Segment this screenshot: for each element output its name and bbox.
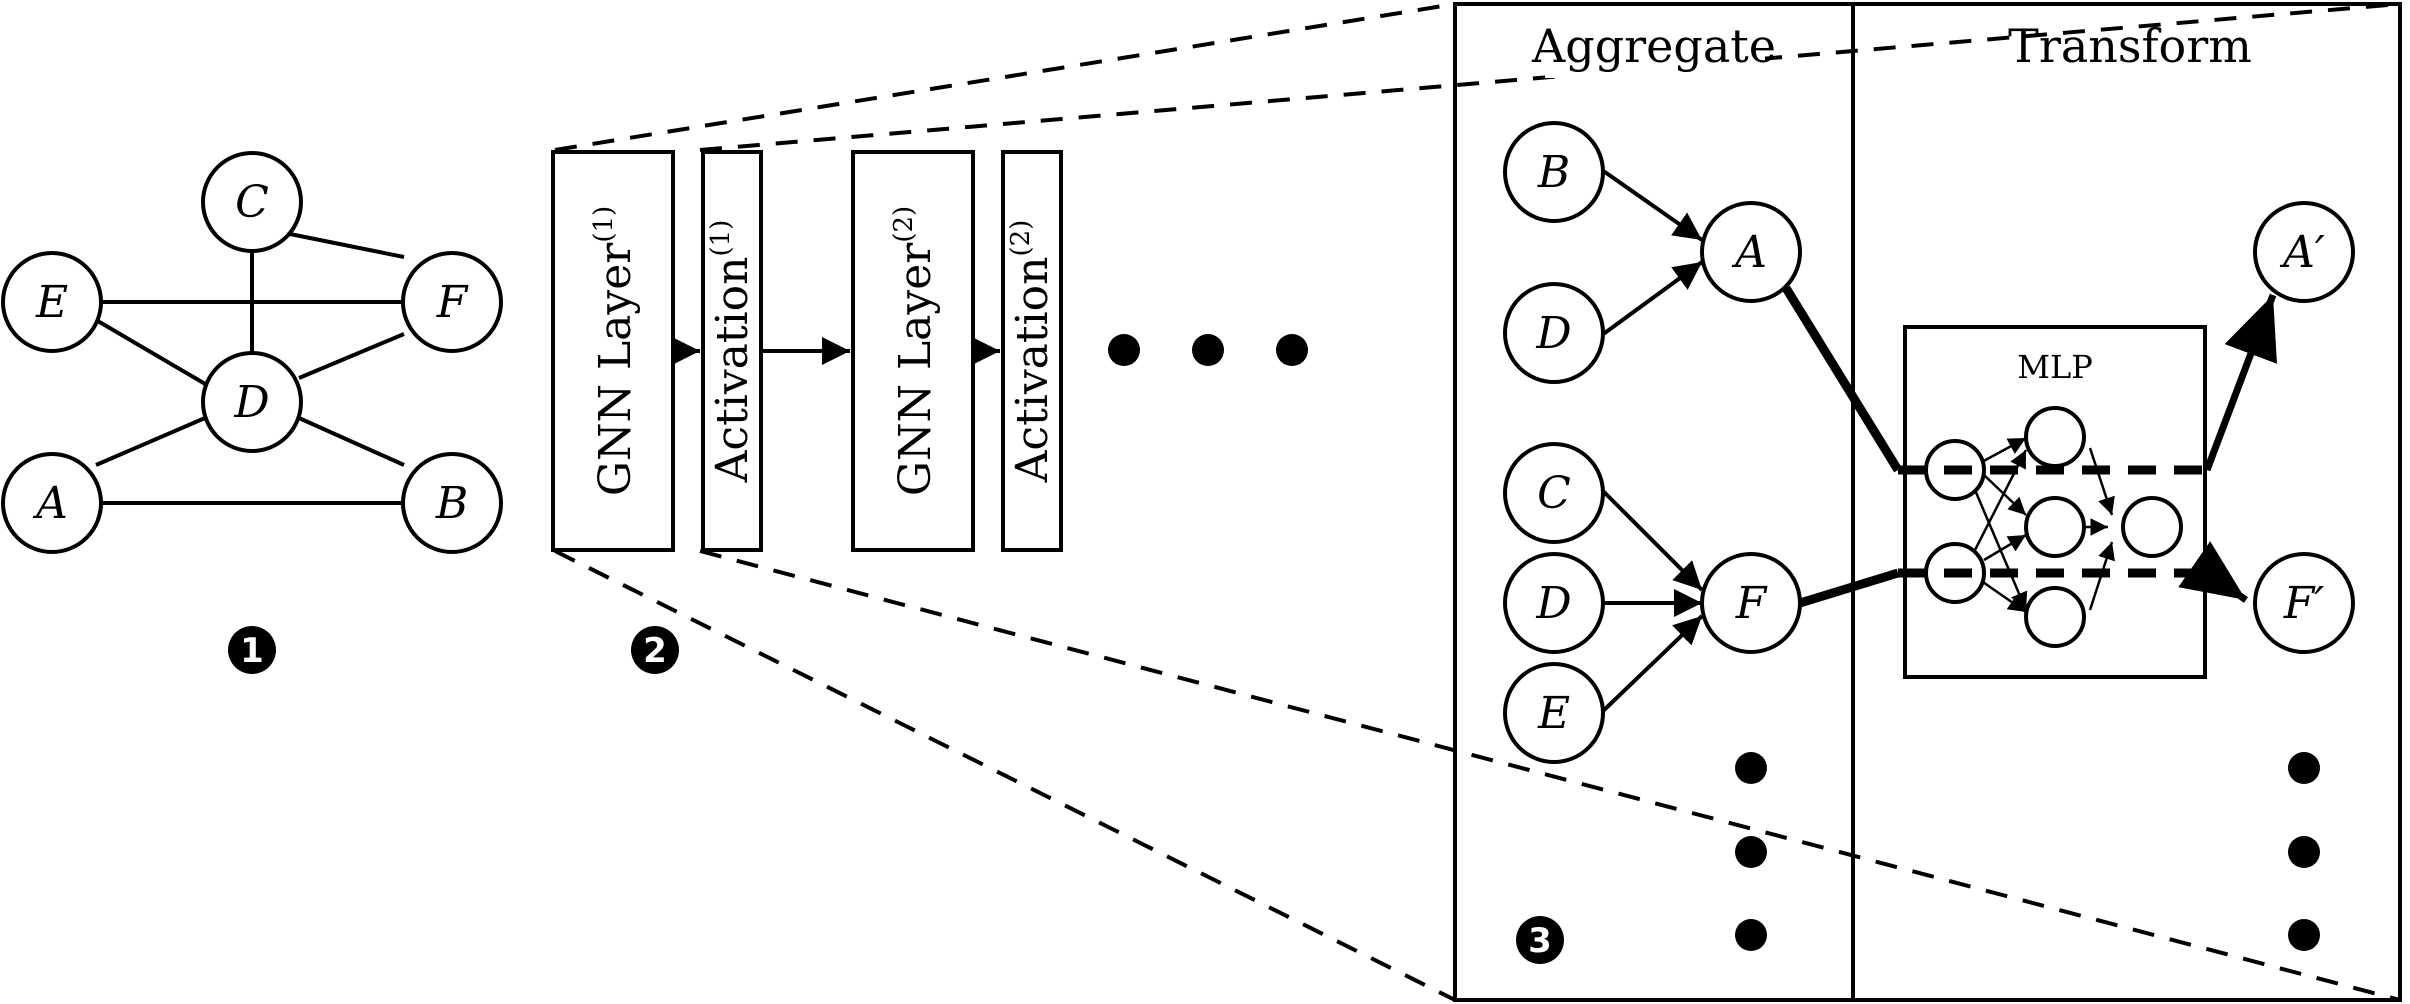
graph-node-d: D: [201, 351, 303, 453]
aggregate-output-label-a: A: [1731, 227, 1767, 278]
transform-paths: [1782, 285, 2277, 608]
aggregate-input-d2: D: [1503, 552, 1605, 654]
mlp-block: MLP: [1903, 325, 2207, 679]
aggregate-input-c: C: [1503, 442, 1605, 544]
transform-output-f-prime: F′: [2253, 552, 2355, 654]
layer-detail-panel: Aggregate Transform B D C D E: [1453, 2, 2402, 1002]
gnn-layer-1-block: GNN Layer(1): [551, 150, 675, 552]
gnn-pipeline: GNN Layer(1) Activation(1) GNN Layer(2) …: [551, 150, 1308, 552]
node-label-b: B: [435, 478, 468, 529]
edge-d-f: [298, 332, 405, 380]
edge-e-d: [94, 318, 209, 387]
mlp-label: MLP: [2017, 348, 2093, 386]
aggregate-edges: [1600, 168, 1704, 714]
aggregate-input-label-d2: D: [1535, 578, 1571, 629]
node-label-a: A: [32, 478, 68, 529]
aggregate-input-b: B: [1503, 121, 1605, 223]
node-label-d: D: [233, 377, 269, 428]
node-label-f: F: [436, 277, 469, 328]
graph-node-a: A: [1, 452, 103, 554]
step-marker-1: 1: [228, 626, 276, 674]
graph-node-c: C: [201, 151, 303, 253]
graph-node-b: B: [401, 452, 503, 554]
edge-d-a: [95, 416, 206, 467]
activation-2-sup: (2): [1006, 220, 1036, 257]
transform-output-label-a-prime: A′: [2279, 227, 2325, 278]
step-marker-3: 3: [1516, 916, 1564, 964]
input-graph: C E F D A B: [1, 151, 503, 554]
svg-text:GNN Layer(2): GNN Layer(2): [889, 206, 941, 496]
edge-c-f: [289, 232, 405, 259]
gnn-layer-1-sup: (1): [589, 206, 619, 243]
activation-1-label: Activation: [707, 257, 758, 484]
aggregate-output-f: F: [1700, 552, 1802, 654]
aggregate-heading: Aggregate: [1531, 19, 1776, 73]
aggregate-input-label-c: C: [1537, 468, 1571, 519]
aggregate-input-e: E: [1503, 662, 1605, 764]
step-number-3: 3: [1528, 921, 1552, 961]
node-label-c: C: [235, 177, 269, 228]
aggregate-input-d: D: [1503, 282, 1605, 384]
aggregate-ellipsis: [1735, 752, 1767, 951]
transform-ellipsis: [2288, 752, 2320, 951]
graph-edges: [94, 232, 405, 505]
aggregate-input-label-b: B: [1537, 147, 1570, 198]
gnn-layer-2-label: GNN Layer: [890, 242, 941, 496]
aggregate-output-label-f: F: [1735, 578, 1768, 629]
step-number-1: 1: [240, 631, 264, 671]
pipeline-ellipsis: [1108, 334, 1308, 366]
activation-2-block: Activation(2): [1001, 150, 1063, 552]
activation-1-block: Activation(1): [701, 150, 763, 552]
graph-node-e: E: [1, 251, 103, 353]
svg-text:GNN Layer(1): GNN Layer(1): [589, 206, 641, 496]
gnn-layer-2-sup: (2): [889, 206, 919, 243]
transform-heading: Transform: [2008, 19, 2252, 73]
step-number-2: 2: [643, 631, 667, 671]
svg-text:Activation(1): Activation(1): [706, 220, 758, 484]
aggregate-output-a: A: [1700, 201, 1802, 303]
aggregate-input-label-e: E: [1537, 688, 1570, 739]
transform-output-label-f-prime: F′: [2283, 578, 2325, 629]
graph-node-f: F: [401, 251, 503, 353]
svg-text:Activation(2): Activation(2): [1006, 220, 1058, 484]
activation-1-sup: (1): [706, 220, 736, 257]
mlp-connections: [1973, 436, 2115, 614]
step-marker-2: 2: [631, 626, 679, 674]
edge-d-b: [298, 416, 405, 467]
node-label-e: E: [35, 277, 68, 328]
transform-output-a-prime: A′: [2253, 201, 2355, 303]
activation-2-label: Activation: [1007, 257, 1058, 484]
aggregate-input-label-d: D: [1535, 308, 1571, 359]
gnn-layer-2-block: GNN Layer(2): [851, 150, 975, 552]
gnn-layer-1-label: GNN Layer: [590, 242, 641, 496]
